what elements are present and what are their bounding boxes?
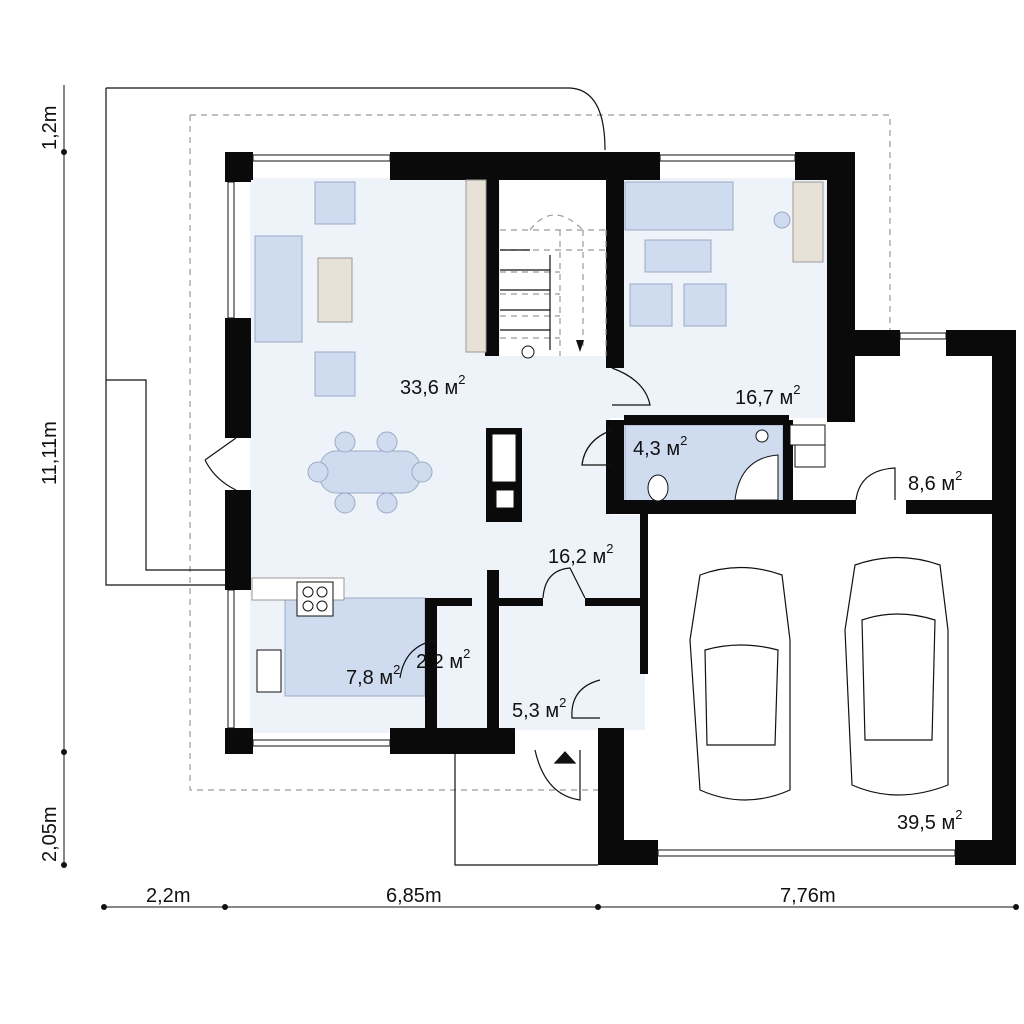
doors [204,367,896,801]
kitchen-fixtures [251,433,517,693]
terrace-border [105,87,606,586]
room-area-kitchen: 7,8 м2 [346,662,400,689]
office-furniture [624,181,824,327]
room-area-living: 33,6 м2 [400,372,465,399]
room-area-hall: 16,2 м2 [548,541,613,568]
dim-vertical-middle: 11,11m [39,421,61,485]
staircase [500,180,607,359]
room-area-utility: 8,6 м2 [908,468,962,495]
dim-horizontal-right: 7,76m [780,885,836,907]
room-area-garage: 39,5 м2 [897,807,962,834]
dim-horizontal-middle: 6,85m [386,885,442,907]
dim-vertical-bottom: 2,05m [39,806,61,862]
pantry-floor [432,598,497,733]
windows [227,154,956,857]
room-area-bathroom: 4,3 м2 [633,433,687,460]
car-right [844,556,949,796]
dimension-lines [61,85,1019,910]
terrace-outline [189,114,891,791]
room-area-vestibule: 5,3 м2 [512,695,566,722]
living-furniture [254,179,487,514]
room-area-office: 16,7 м2 [735,382,800,409]
room-area-pantry: 2,2 м2 [416,646,470,673]
bathroom-fixtures [647,424,826,502]
car-left [689,566,791,801]
hall-floor [500,515,645,730]
entry-step [454,745,598,866]
walls [225,152,1016,865]
dim-horizontal-left: 2,2m [146,885,190,907]
dim-vertical-top: 1,2m [39,106,61,150]
